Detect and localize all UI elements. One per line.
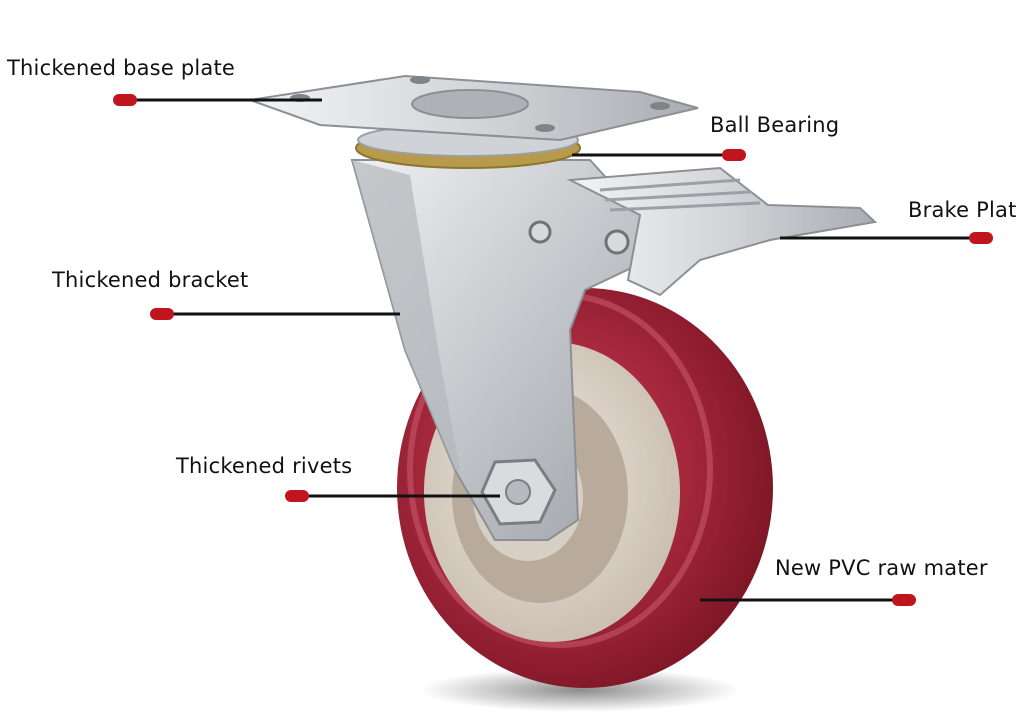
base-plate-hole-3 <box>650 102 670 110</box>
wheel-shadow <box>420 668 740 712</box>
marker-ball-bearing <box>722 149 746 161</box>
brake-ribs <box>599 178 761 212</box>
label-base-plate: Thickened base plate <box>7 56 236 80</box>
base-plate-hole-2 <box>410 76 430 84</box>
marker-bracket <box>150 308 174 320</box>
brake-plate <box>566 166 878 297</box>
bracket-fold <box>352 160 460 470</box>
label-ball-bearing: Ball Bearing <box>710 113 840 137</box>
marker-rivets <box>285 490 309 502</box>
label-rivets: Thickened rivets <box>176 454 353 478</box>
base-plate-center <box>411 89 529 119</box>
axle-center <box>505 479 531 505</box>
markers <box>113 94 993 606</box>
marker-brake-plate <box>969 232 993 244</box>
pivot-rivet-1 <box>528 220 552 244</box>
marker-base-plate <box>113 94 137 106</box>
marker-pvc <box>892 594 916 606</box>
leader-lines <box>126 98 980 602</box>
label-bracket: Thickened bracket <box>52 268 249 292</box>
base-plate-hole-4 <box>535 124 555 132</box>
label-pvc: New PVC raw mater <box>775 556 988 580</box>
pivot-rivet-2 <box>604 229 630 255</box>
label-brake-plate: Brake Plat <box>908 198 1017 222</box>
